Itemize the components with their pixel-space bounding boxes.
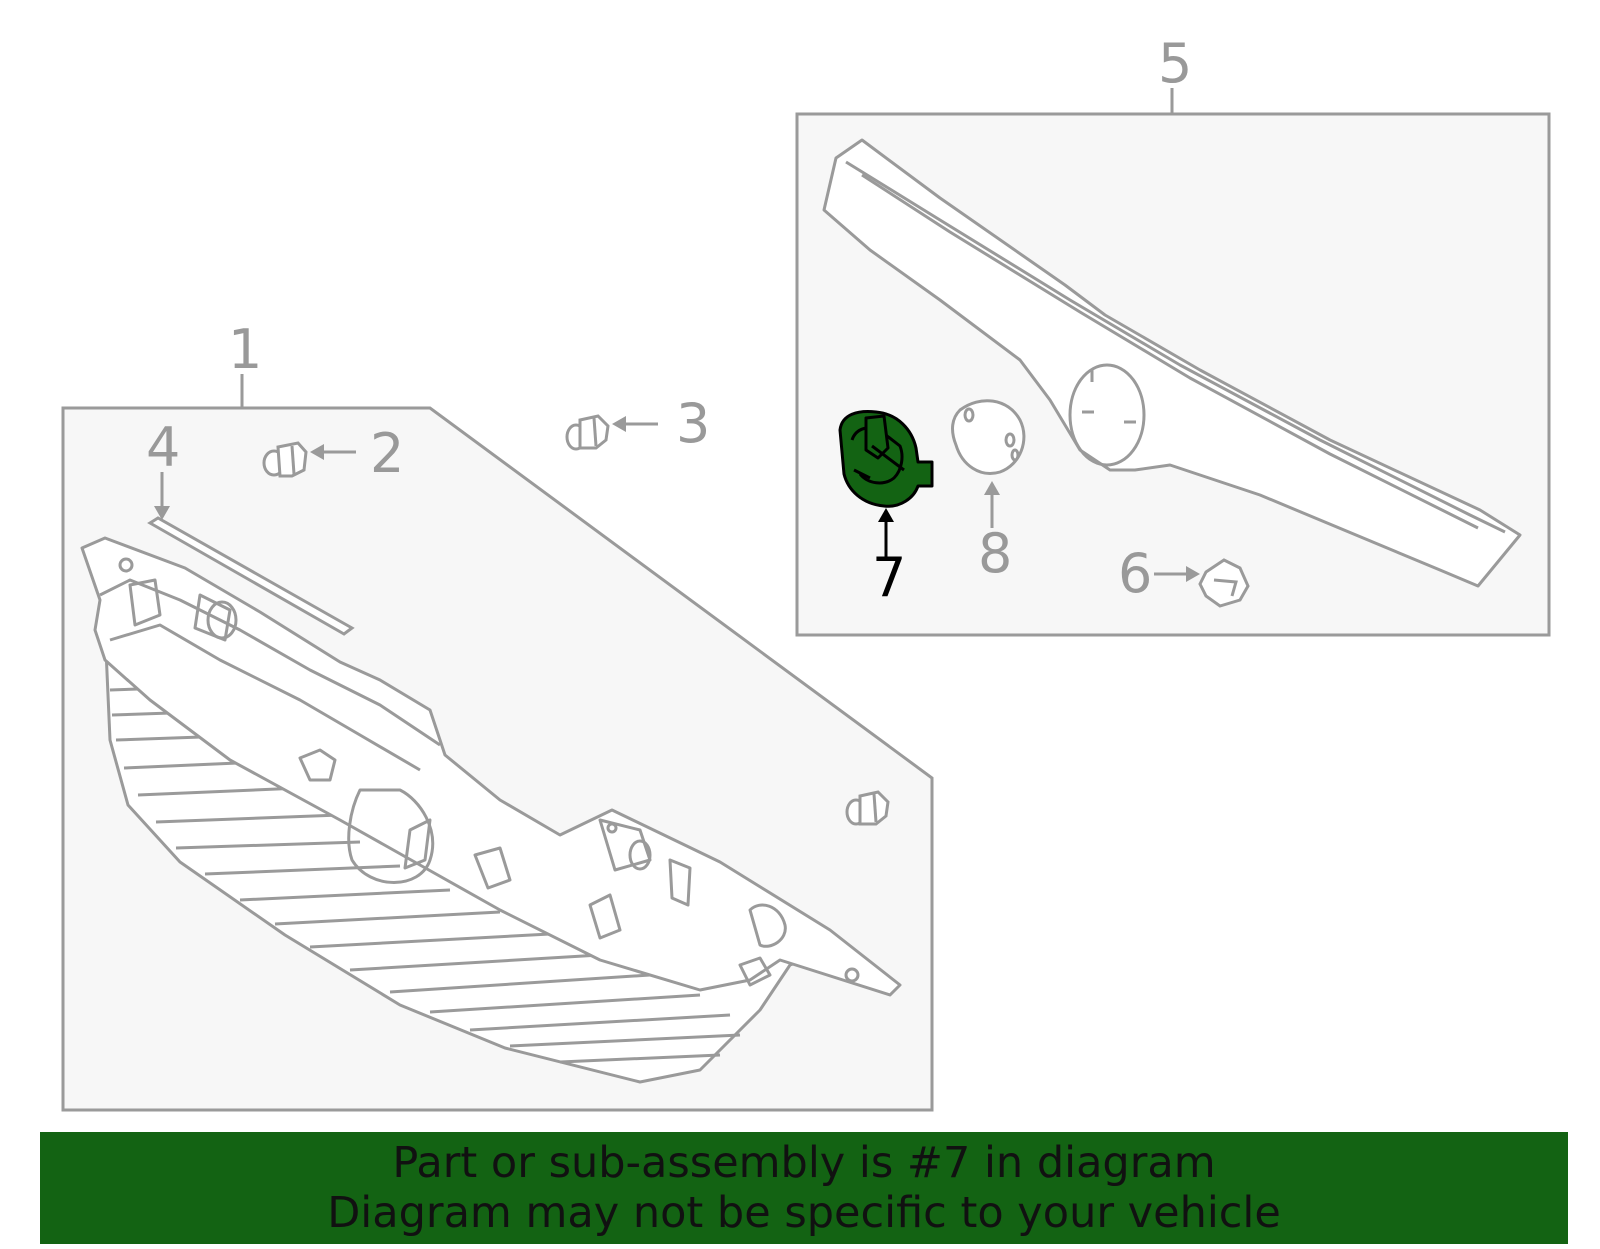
part-6-clip: [1198, 558, 1250, 608]
part-1-grille: [80, 536, 902, 1084]
part-3-clip: [565, 414, 610, 451]
part-8-cap: [951, 399, 1026, 475]
callout-7: 7: [872, 546, 906, 609]
arrow-3-head: [612, 416, 626, 432]
arrow-7-head: [878, 508, 894, 522]
callout-1: 1: [228, 318, 262, 381]
arrow-6-head: [1186, 566, 1200, 582]
banner-line-1: Part or sub-assembly is #7 in diagram: [392, 1138, 1216, 1188]
callout-4: 4: [146, 416, 180, 479]
callout-8: 8: [978, 522, 1012, 585]
info-banner: Part or sub-assembly is #7 in diagram Di…: [40, 1132, 1568, 1244]
callout-6: 6: [1118, 542, 1152, 605]
panel-1-extra-clip: [845, 790, 890, 826]
part-2-clip: [262, 441, 308, 478]
arrow-4-head: [154, 506, 170, 520]
callout-2: 2: [370, 422, 404, 485]
part-7-highlighted: [838, 410, 934, 508]
callout-3: 3: [676, 392, 710, 455]
banner-line-2: Diagram may not be specific to your vehi…: [327, 1188, 1281, 1238]
arrow-8-head: [984, 481, 1000, 495]
callout-5: 5: [1158, 32, 1192, 95]
part-5-trim-strip: [822, 138, 1522, 588]
part-4-molding-strip: [147, 516, 355, 636]
arrow-2-head: [310, 444, 324, 460]
